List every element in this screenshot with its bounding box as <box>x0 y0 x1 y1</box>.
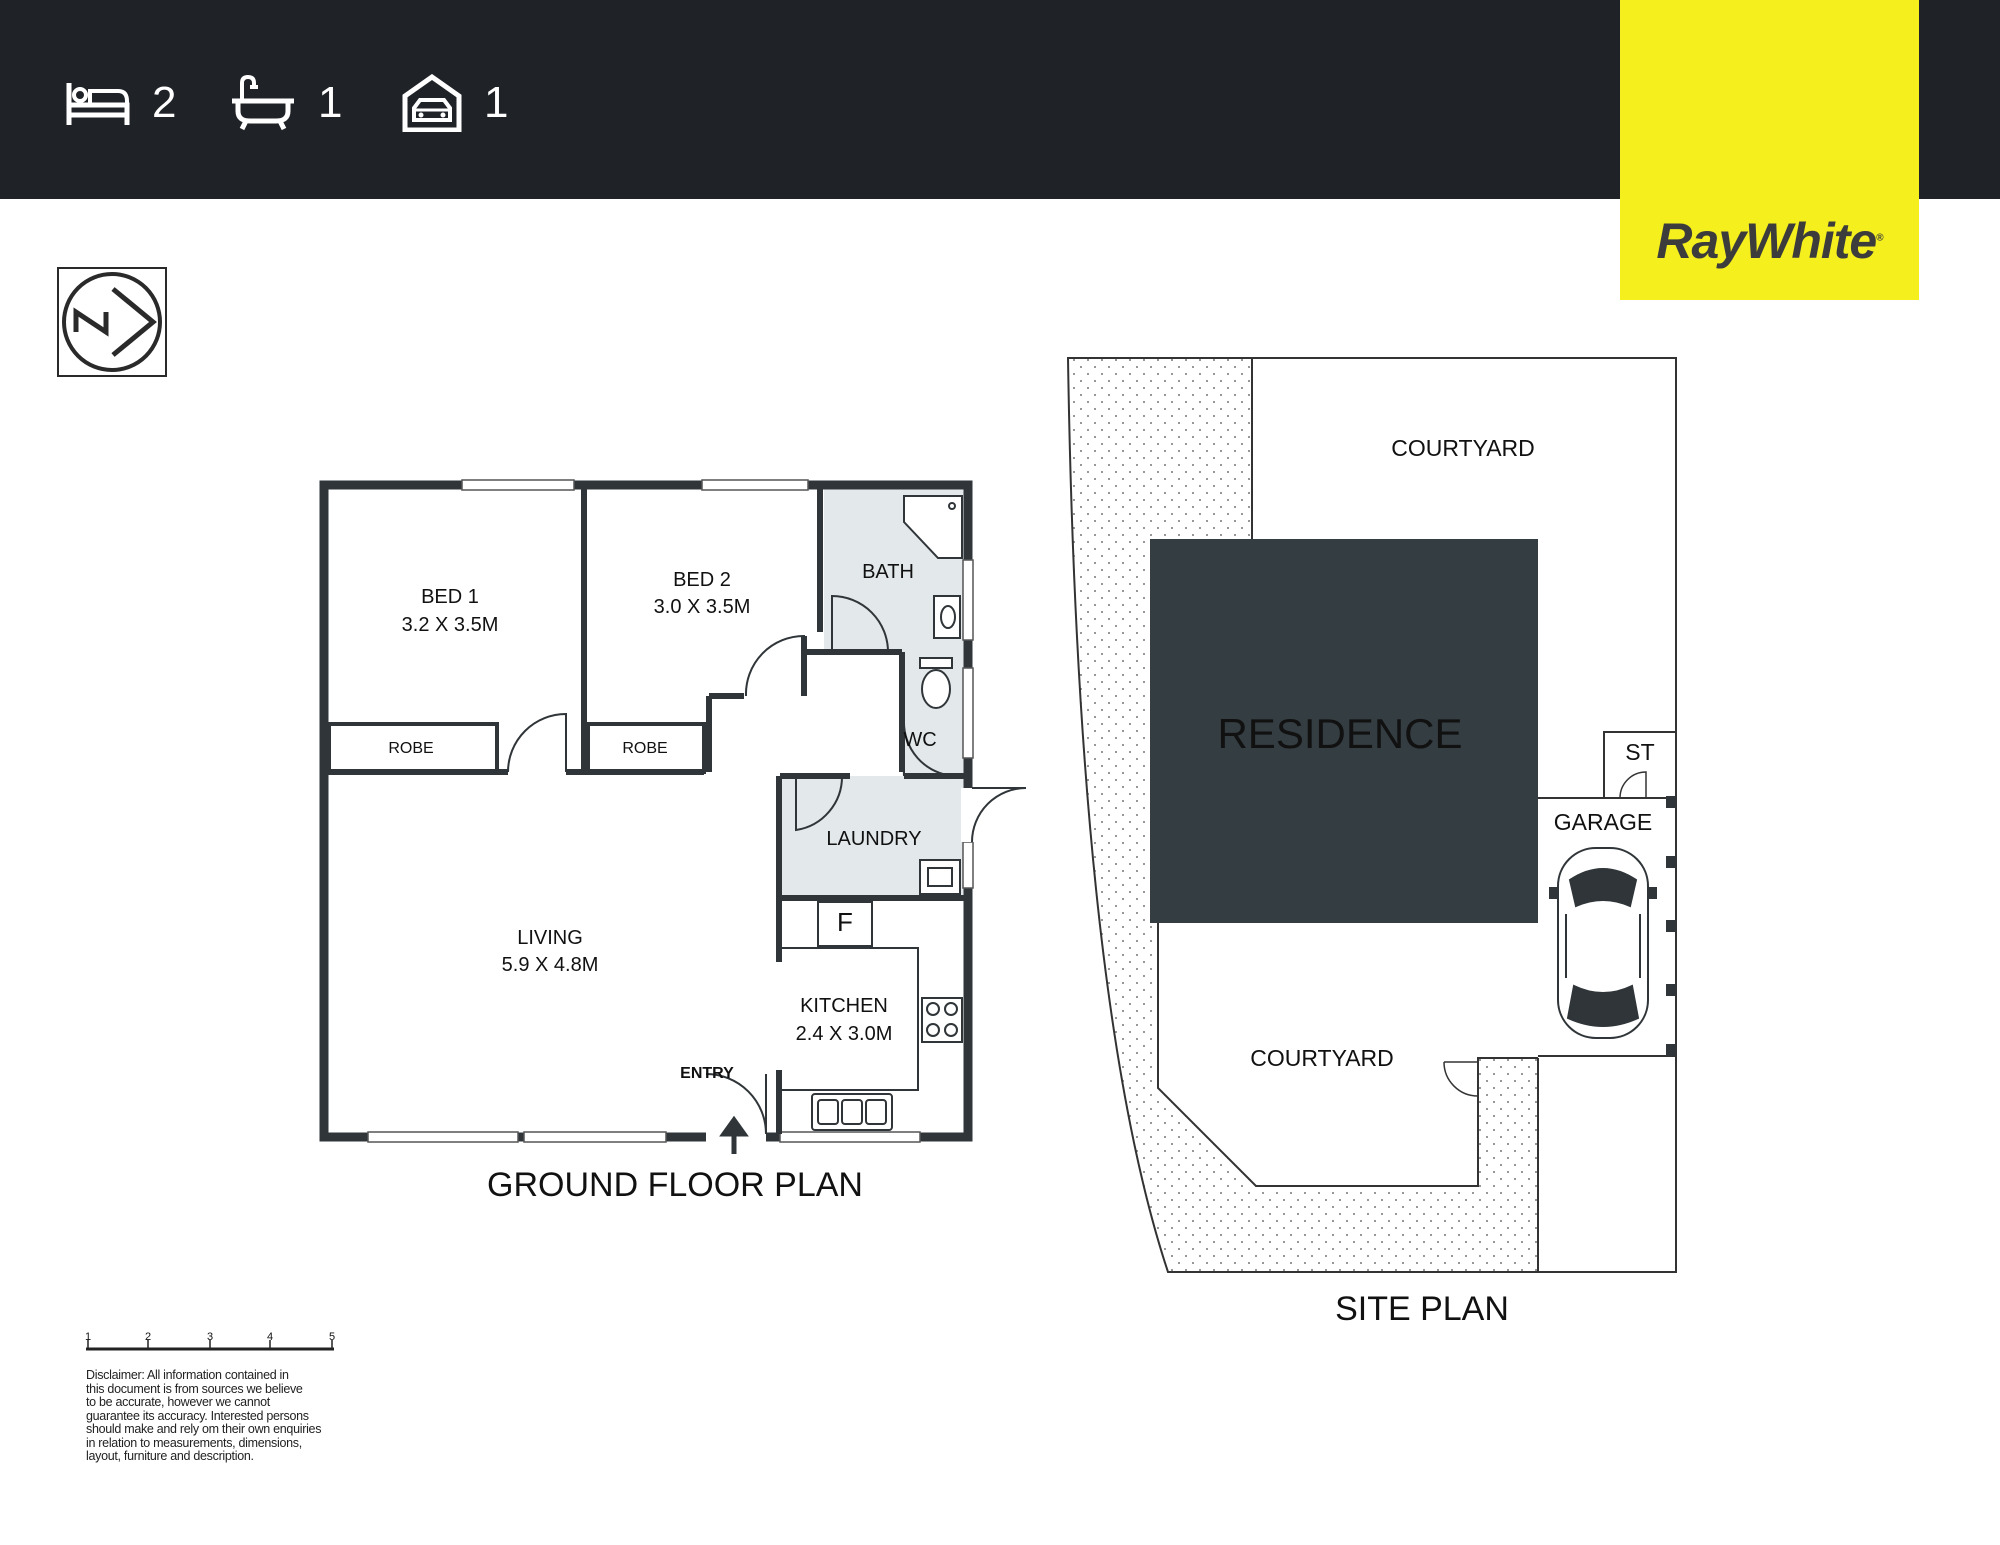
toilet-bowl <box>921 669 951 709</box>
scale-tick-3: 3 <box>207 1331 213 1343</box>
north-arrow-icon <box>57 267 167 377</box>
bathrooms-stat: 1 <box>230 70 342 136</box>
wc-name: WC <box>903 729 936 751</box>
robe1-name: ROBE <box>388 740 433 757</box>
garage-count: 1 <box>484 78 509 127</box>
disclaimer: Disclaimer: All information contained in… <box>86 1368 346 1464</box>
garage-stat: 1 <box>402 70 508 136</box>
courtyard-bottom <box>1157 923 1538 1187</box>
laundry-name: LAUNDRY <box>826 828 921 850</box>
garage-icon <box>402 74 462 132</box>
disclaimer-line: should make and rely om their own enquir… <box>86 1422 322 1436</box>
disclaimer-line: Disclaimer: All information contained in <box>86 1368 289 1382</box>
site-plan: COURTYARD RESIDENCE ST GARAGE COURTYARD … <box>1066 357 1677 1328</box>
garden-left <box>1068 358 1538 1272</box>
courtyard-gate <box>1443 1061 1479 1097</box>
room-labels: BED 1 3.2 X 3.5M BED 2 3.0 X 3.5M BATH W… <box>388 561 936 1082</box>
robe2-name: ROBE <box>622 740 667 757</box>
residence-label: RESIDENCE <box>1217 710 1462 757</box>
bedrooms-stat: 2 <box>66 70 176 136</box>
doors <box>507 594 1027 1135</box>
garage-label: GARAGE <box>1554 809 1652 835</box>
store-door <box>1619 771 1647 799</box>
living-name: LIVING <box>517 927 583 949</box>
robes <box>327 722 706 774</box>
disclaimer-line: guarantee its accuracy. Interested perso… <box>86 1408 309 1423</box>
garage-outline <box>1537 797 1676 1272</box>
living-size: 5.9 X 4.8M <box>502 954 599 976</box>
ground-floor-title: GROUND FLOOR PLAN <box>487 1166 863 1204</box>
windows <box>367 479 974 1143</box>
disclaimer-line: this document is from sources we believe <box>86 1381 303 1396</box>
courtyard-bottom-label: COURTYARD <box>1250 1045 1394 1071</box>
scale-tick-2: 2 <box>145 1331 151 1343</box>
disclaimer-line: to be accurate, however we cannot <box>86 1395 270 1409</box>
bed1-name: BED 1 <box>421 586 479 608</box>
scale-tick-5: 5 <box>329 1331 335 1343</box>
scale-tick-4: 4 <box>267 1331 273 1343</box>
car-icon <box>1549 847 1657 1039</box>
kitchen-name: KITCHEN <box>800 995 888 1017</box>
courtyard-top-label: COURTYARD <box>1391 435 1535 461</box>
bath-icon <box>232 75 294 131</box>
shower <box>903 495 963 559</box>
entry-label: ENTRY <box>680 1065 734 1082</box>
bathrooms-count: 1 <box>318 78 343 127</box>
site-plan-title: SITE PLAN <box>1335 1290 1509 1328</box>
fridge-label: F <box>837 907 853 937</box>
scale-bar: 1 2 3 4 5 <box>85 1331 335 1351</box>
scale-tick-1: 1 <box>85 1331 91 1343</box>
bed-icon <box>66 83 130 125</box>
entry-arrow-icon <box>719 1115 749 1154</box>
toilet-cistern <box>919 657 953 669</box>
garage-posts <box>1666 796 1676 1056</box>
brand-mark: ® <box>1876 232 1883 244</box>
bed1-size: 3.2 X 3.5M <box>402 614 499 636</box>
brand-logo: RayWhite® <box>1620 212 1919 270</box>
ground-floor-plan: BED 1 3.2 X 3.5M BED 2 3.0 X 3.5M BATH W… <box>319 479 1027 1204</box>
sink <box>811 1093 893 1131</box>
lot-boundary <box>1066 357 1677 1273</box>
store-label: ST <box>1625 739 1654 765</box>
disclaimer-line: in relation to measurements, dimensions, <box>86 1435 302 1450</box>
north-arrow <box>57 267 167 377</box>
bath-name: BATH <box>862 561 914 583</box>
bedrooms-count: 2 <box>152 78 177 127</box>
residence-block <box>1150 539 1538 923</box>
disclaimer-line: layout, furniture and description. <box>86 1449 254 1463</box>
kitchen-fixtures <box>782 901 963 1131</box>
brand-panel: RayWhite® <box>1620 0 1919 300</box>
fridge-space <box>817 901 873 947</box>
bed2-size: 3.0 X 3.5M <box>654 596 751 618</box>
bath-fixtures <box>903 495 963 895</box>
bed2-name: BED 2 <box>673 569 731 591</box>
brand-name: RayWhite <box>1656 213 1877 269</box>
kitchen-size: 2.4 X 3.0M <box>796 1023 893 1045</box>
store-outline <box>1603 731 1676 798</box>
